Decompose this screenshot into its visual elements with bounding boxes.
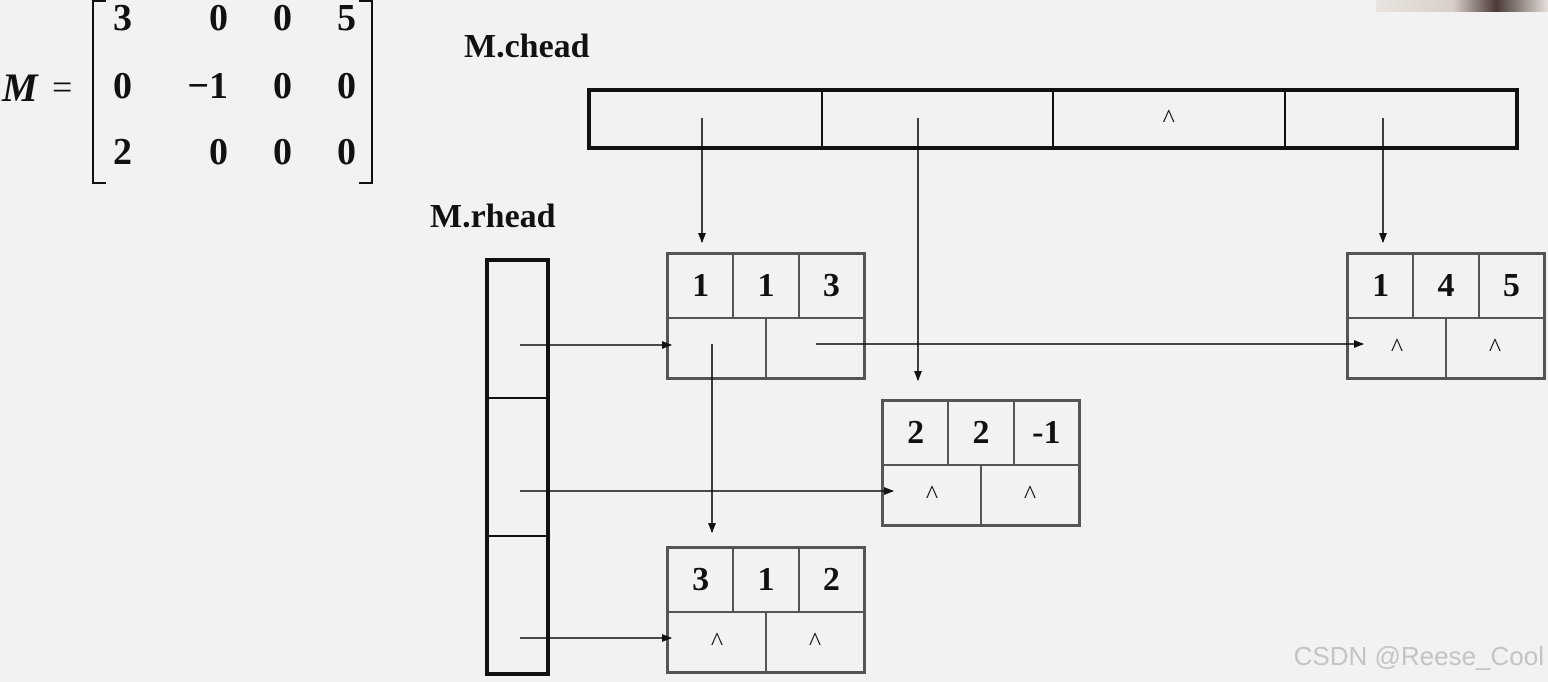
node-col: 2 bbox=[949, 402, 1015, 464]
node-right-pointer: ^ bbox=[1488, 333, 1502, 362]
matrix-cell: 0 bbox=[273, 131, 292, 173]
chead-cell-3: ^ bbox=[1054, 92, 1286, 146]
node-row: 1 bbox=[1349, 255, 1415, 317]
matrix-name: M bbox=[2, 65, 38, 110]
node-1-1: 1 1 3 bbox=[666, 252, 866, 380]
node-1-4: 1 4 5 ^ ^ bbox=[1346, 252, 1546, 380]
matrix-cell: 5 bbox=[337, 0, 356, 39]
node-col: 1 bbox=[734, 255, 800, 317]
node-col: 1 bbox=[734, 549, 800, 611]
matrix-equals: = bbox=[52, 67, 73, 107]
node-value: 5 bbox=[1502, 267, 1520, 304]
matrix-cell: 0 bbox=[337, 65, 356, 107]
chead-cell-1 bbox=[591, 92, 823, 146]
rhead-array bbox=[485, 258, 550, 676]
chead-title: M.chead bbox=[464, 28, 590, 65]
matrix-cell: 3 bbox=[113, 0, 132, 39]
node-row: 3 bbox=[669, 549, 735, 611]
matrix-cell: −1 bbox=[187, 65, 228, 107]
node-value: 2 bbox=[822, 561, 840, 598]
node-row: 1 bbox=[669, 255, 735, 317]
node-value: 3 bbox=[822, 267, 840, 304]
node-right-pointer: ^ bbox=[1023, 480, 1037, 509]
matrix-cell: 0 bbox=[273, 65, 292, 107]
rhead-cell-1 bbox=[489, 262, 546, 400]
node-right-pointer: ^ bbox=[808, 627, 822, 656]
chead-array: ^ bbox=[587, 88, 1519, 150]
rhead-title: M.rhead bbox=[430, 198, 556, 235]
matrix-cell: 0 bbox=[209, 0, 228, 39]
node-3-1: 3 1 2 ^ ^ bbox=[666, 546, 866, 674]
matrix-cell: 2 bbox=[113, 131, 132, 173]
node-down-pointer: ^ bbox=[884, 466, 982, 524]
node-down-pointer: ^ bbox=[1349, 319, 1447, 377]
node-col: 4 bbox=[1414, 255, 1480, 317]
matrix-bracket-right bbox=[359, 0, 373, 184]
photo-corner bbox=[1376, 0, 1548, 12]
watermark: CSDN @Reese_Cool bbox=[1293, 641, 1544, 671]
matrix-cell: 0 bbox=[209, 131, 228, 173]
matrix-cell: 0 bbox=[273, 0, 292, 39]
node-2-2: 2 2 -1 ^ ^ bbox=[881, 399, 1081, 527]
node-down-pointer bbox=[669, 319, 767, 377]
matrix-cell: 0 bbox=[337, 131, 356, 173]
rhead-cell-2 bbox=[489, 399, 546, 537]
node-down-pointer: ^ bbox=[669, 613, 767, 671]
chead-cell-2 bbox=[823, 92, 1054, 146]
node-value: -1 bbox=[1032, 414, 1061, 451]
matrix-bracket-left bbox=[92, 0, 106, 184]
matrix-cell: 0 bbox=[113, 65, 132, 107]
node-row: 2 bbox=[884, 402, 950, 464]
